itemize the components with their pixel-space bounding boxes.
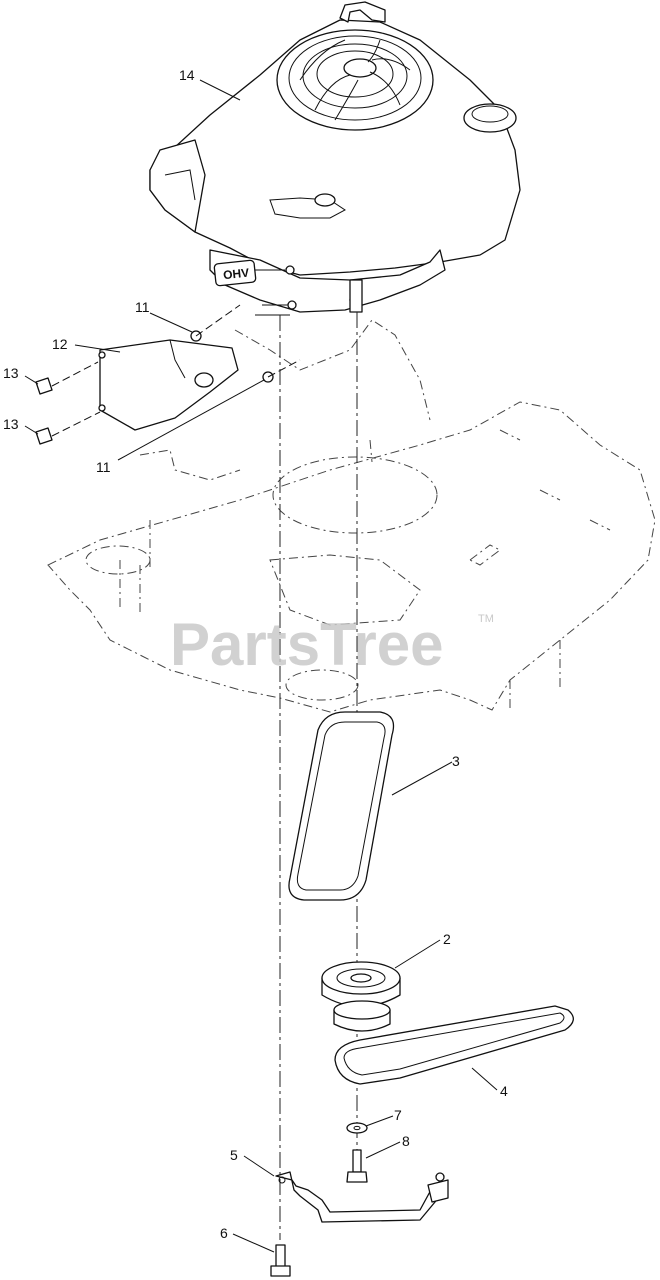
belt-guide — [275, 1171, 449, 1223]
callout-5: 5 — [230, 1147, 238, 1163]
callout-leaders — [24, 79, 498, 1253]
bolt-left-upper — [35, 361, 99, 395]
bolt-left-lower — [35, 411, 101, 445]
pulley — [321, 961, 401, 1032]
callout-13-lower: 13 — [3, 416, 19, 432]
callout-labels: 14 11 12 13 13 11 3 2 4 7 8 5 6 — [3, 67, 508, 1241]
callout-12: 12 — [52, 336, 68, 352]
callout-6: 6 — [220, 1225, 228, 1241]
engine-badge: OHV — [222, 266, 249, 283]
watermark-text: PartsTree — [170, 611, 444, 678]
bolt-lower — [262, 359, 301, 383]
callout-11-lower: 11 — [96, 459, 111, 475]
guide-bolt — [270, 1244, 291, 1277]
mower-deck-phantom — [47, 319, 656, 713]
heat-shield — [98, 339, 239, 431]
callout-11-upper: 11 — [135, 299, 150, 315]
partstree-watermark: PartsTree TM — [170, 611, 494, 678]
belt-lower — [334, 1005, 574, 1085]
callout-3: 3 — [452, 753, 460, 769]
washer — [346, 1122, 368, 1134]
watermark-tm: TM — [478, 613, 494, 625]
callout-7: 7 — [394, 1107, 402, 1123]
callout-4: 4 — [500, 1083, 508, 1099]
belt-upper — [288, 711, 395, 901]
engine: OHV — [149, 1, 521, 316]
callout-2: 2 — [443, 931, 451, 947]
callout-8: 8 — [402, 1133, 410, 1149]
callout-14: 14 — [179, 67, 195, 83]
bolt-upper — [190, 304, 241, 342]
callout-13-upper: 13 — [3, 365, 19, 381]
center-bolt — [346, 1149, 368, 1183]
